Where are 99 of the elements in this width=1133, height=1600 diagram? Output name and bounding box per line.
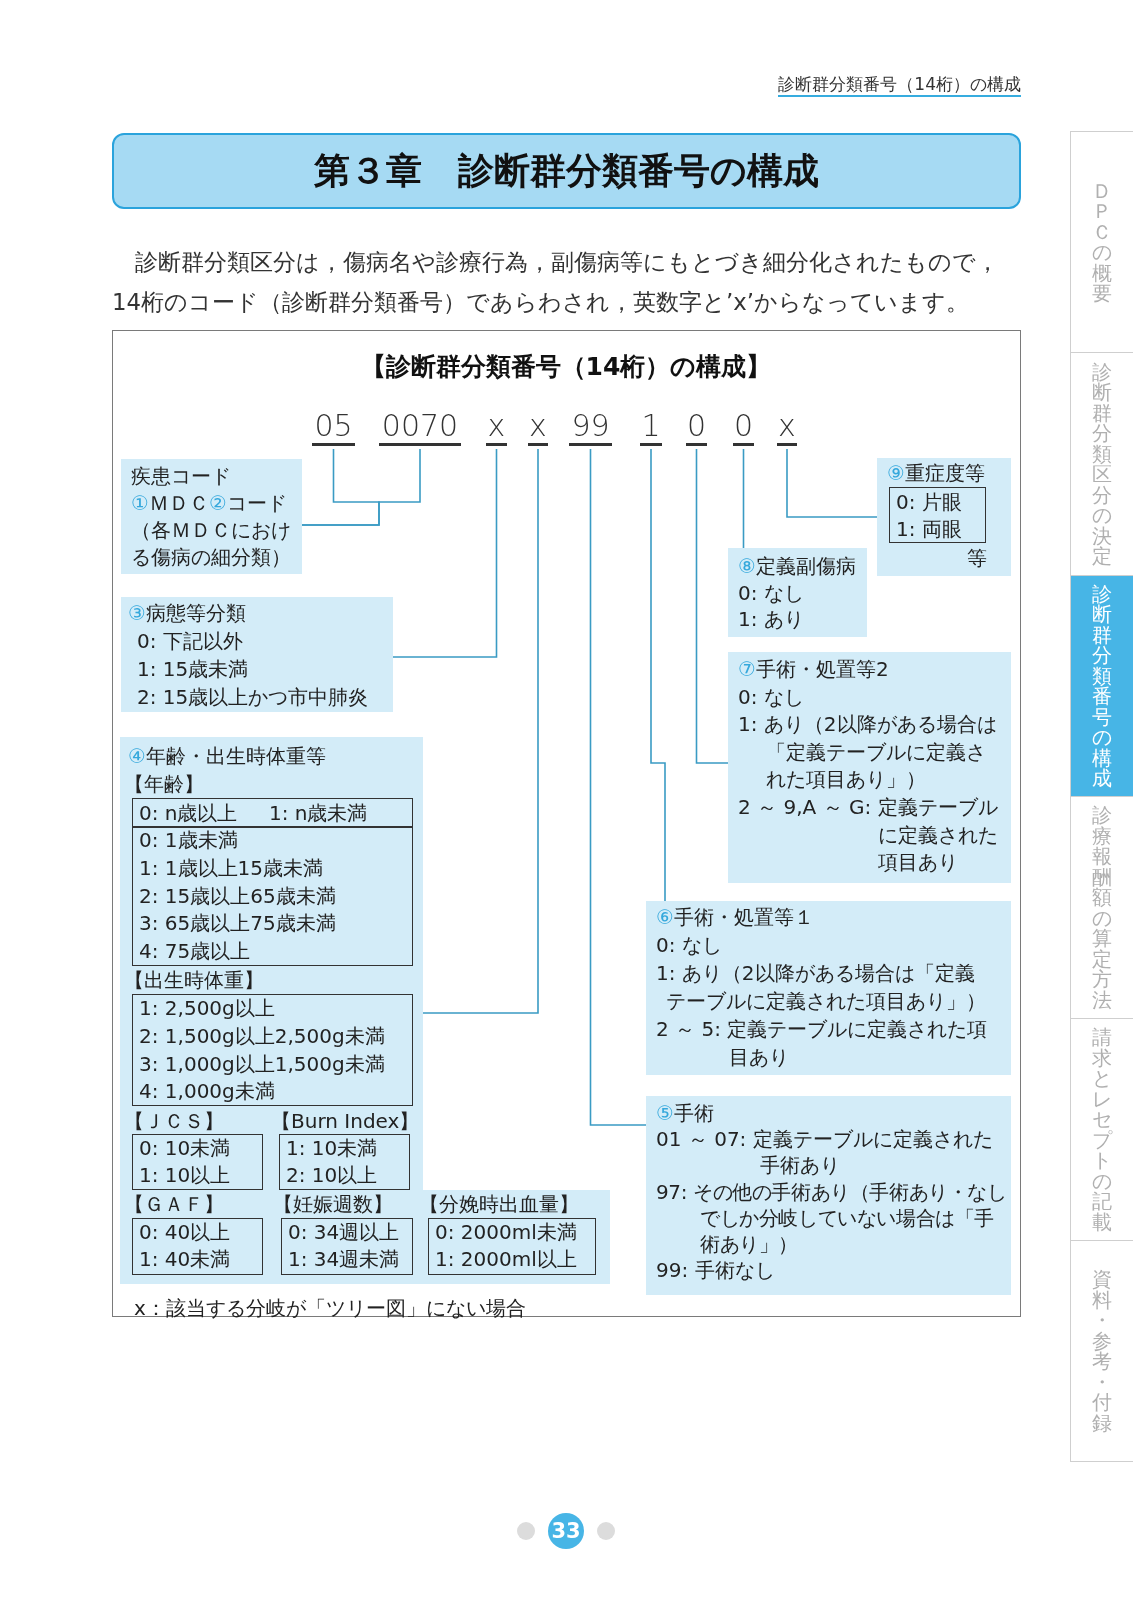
side-tab: 資料・参考・付録 [1070, 1240, 1133, 1462]
option-text: 1: 10未満 [286, 1135, 378, 1162]
info-box [121, 459, 302, 574]
option-text: 1: 15歳未満 [137, 656, 249, 683]
leader-line [695, 448, 729, 764]
info-box [728, 548, 867, 637]
option-text: 0: 1歳未満 [139, 827, 238, 854]
option-box [132, 826, 413, 966]
info-box [877, 458, 1011, 576]
chapter-title: 第３章 診断群分類番号の構成 [112, 133, 1021, 209]
option-text: 1: 10以上 [139, 1162, 231, 1189]
option-text: 3: 65歳以上75歳未満 [139, 910, 336, 938]
leader-line [301, 448, 421, 526]
option-text: 99: 手術なし [656, 1257, 775, 1284]
leader-line [786, 448, 878, 518]
option-text: 0: なし [738, 683, 804, 711]
option-text: 97: その他の手術あり（手術あり・なしでしか分岐していない場合は「手術あり」） [656, 1178, 1008, 1258]
code-segment: x [528, 408, 548, 446]
section-heading: 【分娩時出血量】 [419, 1191, 579, 1218]
option-text: 0: 40以上 [139, 1219, 231, 1246]
side-tab: 診断群分類番号の構成 [1070, 575, 1133, 796]
leader-line [422, 448, 539, 1014]
side-tab: 請求とレセプトの記載 [1070, 1018, 1133, 1240]
leader-line [742, 448, 745, 549]
option-box [132, 994, 413, 1106]
option-text: 2: 10以上 [286, 1162, 378, 1189]
option-text: 0: 34週以上 [288, 1219, 400, 1246]
option-text: 1: 2000ml以上 [435, 1246, 577, 1273]
footnote: x：該当する分岐が「ツリー図」にない場合 [134, 1295, 526, 1322]
section-heading: 【Burn Index】 [271, 1108, 420, 1135]
leader-line [392, 448, 498, 658]
box-heading: ⑦手術・処置等2 [738, 656, 889, 683]
page-number: 33 [548, 1513, 584, 1549]
figure-heading: 【診断群分類番号（14桁）の構成】 [360, 351, 772, 383]
option-text: 0: なし [656, 931, 722, 959]
box-heading: ⑤手術 [656, 1100, 714, 1127]
code-segment: 0 [686, 408, 707, 446]
option-text: 0: 10未満 [139, 1135, 231, 1162]
running-header: 診断群分類番号（14桁）の構成 [778, 73, 1021, 97]
option-box [428, 1218, 596, 1275]
leader-line [650, 448, 666, 902]
code-segment: 05 [312, 408, 355, 446]
section-heading: 【出生時体重】 [124, 967, 264, 994]
side-tab: 診療報酬額の算定方法 [1070, 796, 1133, 1018]
option-text: 1: 両眼 [896, 515, 962, 542]
option-text: 2: 1,500g以上2,500g未満 [139, 1022, 385, 1050]
section-heading: 【ＪＣＳ】 [124, 1108, 224, 1135]
option-text: 2 ～ 9,A ～ G: 定義テーブルに定義された項目あり [738, 793, 999, 877]
option-box [132, 1218, 263, 1275]
option-text: 1: n歳未満 [269, 800, 368, 827]
info-box [121, 597, 393, 712]
code-segment: 0 [733, 408, 754, 446]
note-text: 等 [967, 545, 987, 572]
option-text: 1: 1歳以上15歳未満 [139, 854, 323, 882]
box-heading: ⑨重症度等 [887, 460, 985, 487]
info-box [728, 652, 1011, 883]
option-text: 0: なし [738, 579, 804, 606]
code-segment: x [486, 408, 507, 446]
option-box [132, 798, 413, 828]
option-text: 1: あり [738, 606, 804, 633]
option-box [132, 1134, 263, 1190]
box-heading: ⑥手術・処置等１ [656, 904, 814, 931]
option-text: 1: 2,500g以上 [139, 995, 275, 1022]
option-text: 4: 1,000g未満 [139, 1078, 275, 1106]
box-heading: ⑧定義副傷病 [738, 553, 856, 580]
option-box [889, 487, 986, 543]
box-heading: ③病態等分類 [128, 600, 246, 627]
option-text: 2: 15歳以上65歳未満 [139, 882, 336, 910]
option-text: 1: 40未満 [139, 1246, 231, 1273]
option-text: 0: 2000ml未満 [435, 1219, 577, 1246]
option-text: 2 ～ 5: 定義テーブルに定義された項目あり [656, 1015, 989, 1071]
option-text: 0: n歳以上 [139, 800, 238, 827]
intro-paragraph: 診断群分類区分は，傷病名や診療行為，副傷病等にもとづき細分化されたもので，14桁のコード（診断群分類番号）であらわされ，英数字と’x’からなっています。 [112, 248, 1000, 317]
code-segment: 0070 [379, 408, 461, 446]
option-text: 3: 1,000g以上1,500g未満 [139, 1050, 385, 1078]
side-tab: ＤＰＣの概要 [1070, 131, 1133, 352]
option-text: 4: 75歳以上 [139, 938, 251, 966]
box-heading: 疾患コード [131, 463, 231, 490]
section-heading: 【年齢】 [124, 771, 204, 798]
box-heading: ④年齢・出生時体重等 [128, 743, 326, 770]
section-heading: 【ＧＡＦ】 [124, 1191, 224, 1218]
info-box [646, 1096, 1011, 1295]
box-text: （各ＭＤＣにおける傷病の細分類） [131, 517, 292, 571]
option-box [279, 1134, 410, 1190]
option-text: 1: あり（2以降がある場合は「定義テーブルに定義された項目あり」） [656, 959, 986, 1015]
option-text: 2: 15歳以上かつ市中肺炎 [137, 684, 369, 711]
side-tab: 診断群分類区分の決定 [1070, 352, 1133, 575]
leader-line [589, 448, 647, 1126]
option-box [281, 1218, 413, 1275]
option-text: 1: 34週未満 [288, 1246, 400, 1273]
option-text: 0: 片眼 [896, 489, 962, 516]
code-segment: x [777, 408, 797, 446]
code-segment: 99 [569, 408, 612, 446]
info-box [646, 901, 1011, 1075]
code-segment: 1 [640, 408, 662, 446]
option-text: 0: 下記以外 [137, 628, 243, 655]
section-heading: 【妊娠週数】 [273, 1191, 393, 1218]
option-text: 01 ～ 07: 定義テーブルに定義された手術あり [656, 1126, 994, 1179]
option-text: 1: あり（2以降がある場合は「定義テーブルに定義された項目あり」） [738, 711, 998, 794]
